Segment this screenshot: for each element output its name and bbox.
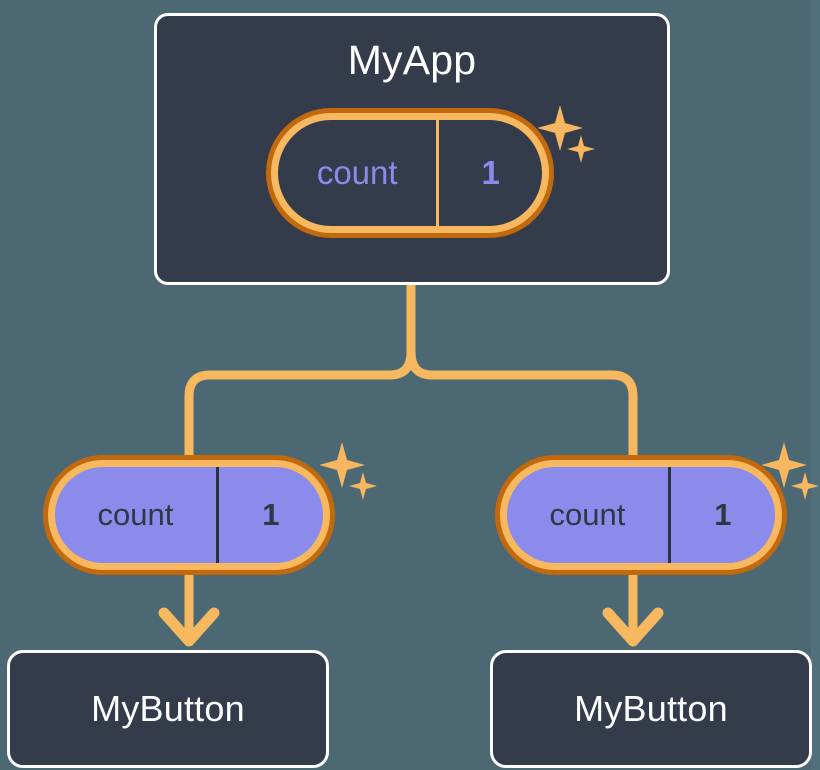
state-pill-key-cell: count	[507, 467, 668, 563]
state-pill-key: count	[549, 497, 626, 532]
state-pill-key: count	[97, 497, 174, 532]
arrow-down-icon-right	[602, 570, 664, 647]
mybutton-left[interactable]: MyButton	[7, 650, 329, 768]
state-pill-left[interactable]: count 1	[43, 455, 335, 575]
state-pill-key: count	[316, 154, 398, 191]
state-pill-value-cell: 1	[667, 467, 775, 563]
state-pill-ring: count 1	[271, 113, 549, 233]
state-pill-body: count 1	[278, 120, 542, 226]
state-pill-ring: count 1	[500, 460, 782, 570]
tree-branch-connector	[184, 285, 638, 463]
state-pill-ring: count 1	[48, 460, 330, 570]
state-pill-value: 1	[262, 497, 280, 532]
myapp-title: MyApp	[347, 37, 477, 83]
mybutton-right[interactable]: MyButton	[490, 650, 812, 768]
state-pill-value-cell: 1	[215, 467, 323, 563]
state-pill-key-cell: count	[55, 467, 216, 563]
state-pill-body: count 1	[507, 467, 775, 563]
state-pill-body: count 1	[55, 467, 323, 563]
state-pill-myapp[interactable]: count 1	[266, 108, 554, 238]
state-pill-value: 1	[481, 154, 500, 191]
arrow-down-icon-left	[158, 570, 220, 647]
state-pill-key-cell: count	[278, 120, 436, 226]
mybutton-left-label: MyButton	[91, 688, 245, 729]
state-pill-value-cell: 1	[436, 120, 542, 226]
right-edge-strip	[811, 0, 820, 770]
mybutton-right-label: MyButton	[574, 688, 728, 729]
state-pill-value: 1	[714, 497, 732, 532]
state-pill-right[interactable]: count 1	[495, 455, 787, 575]
